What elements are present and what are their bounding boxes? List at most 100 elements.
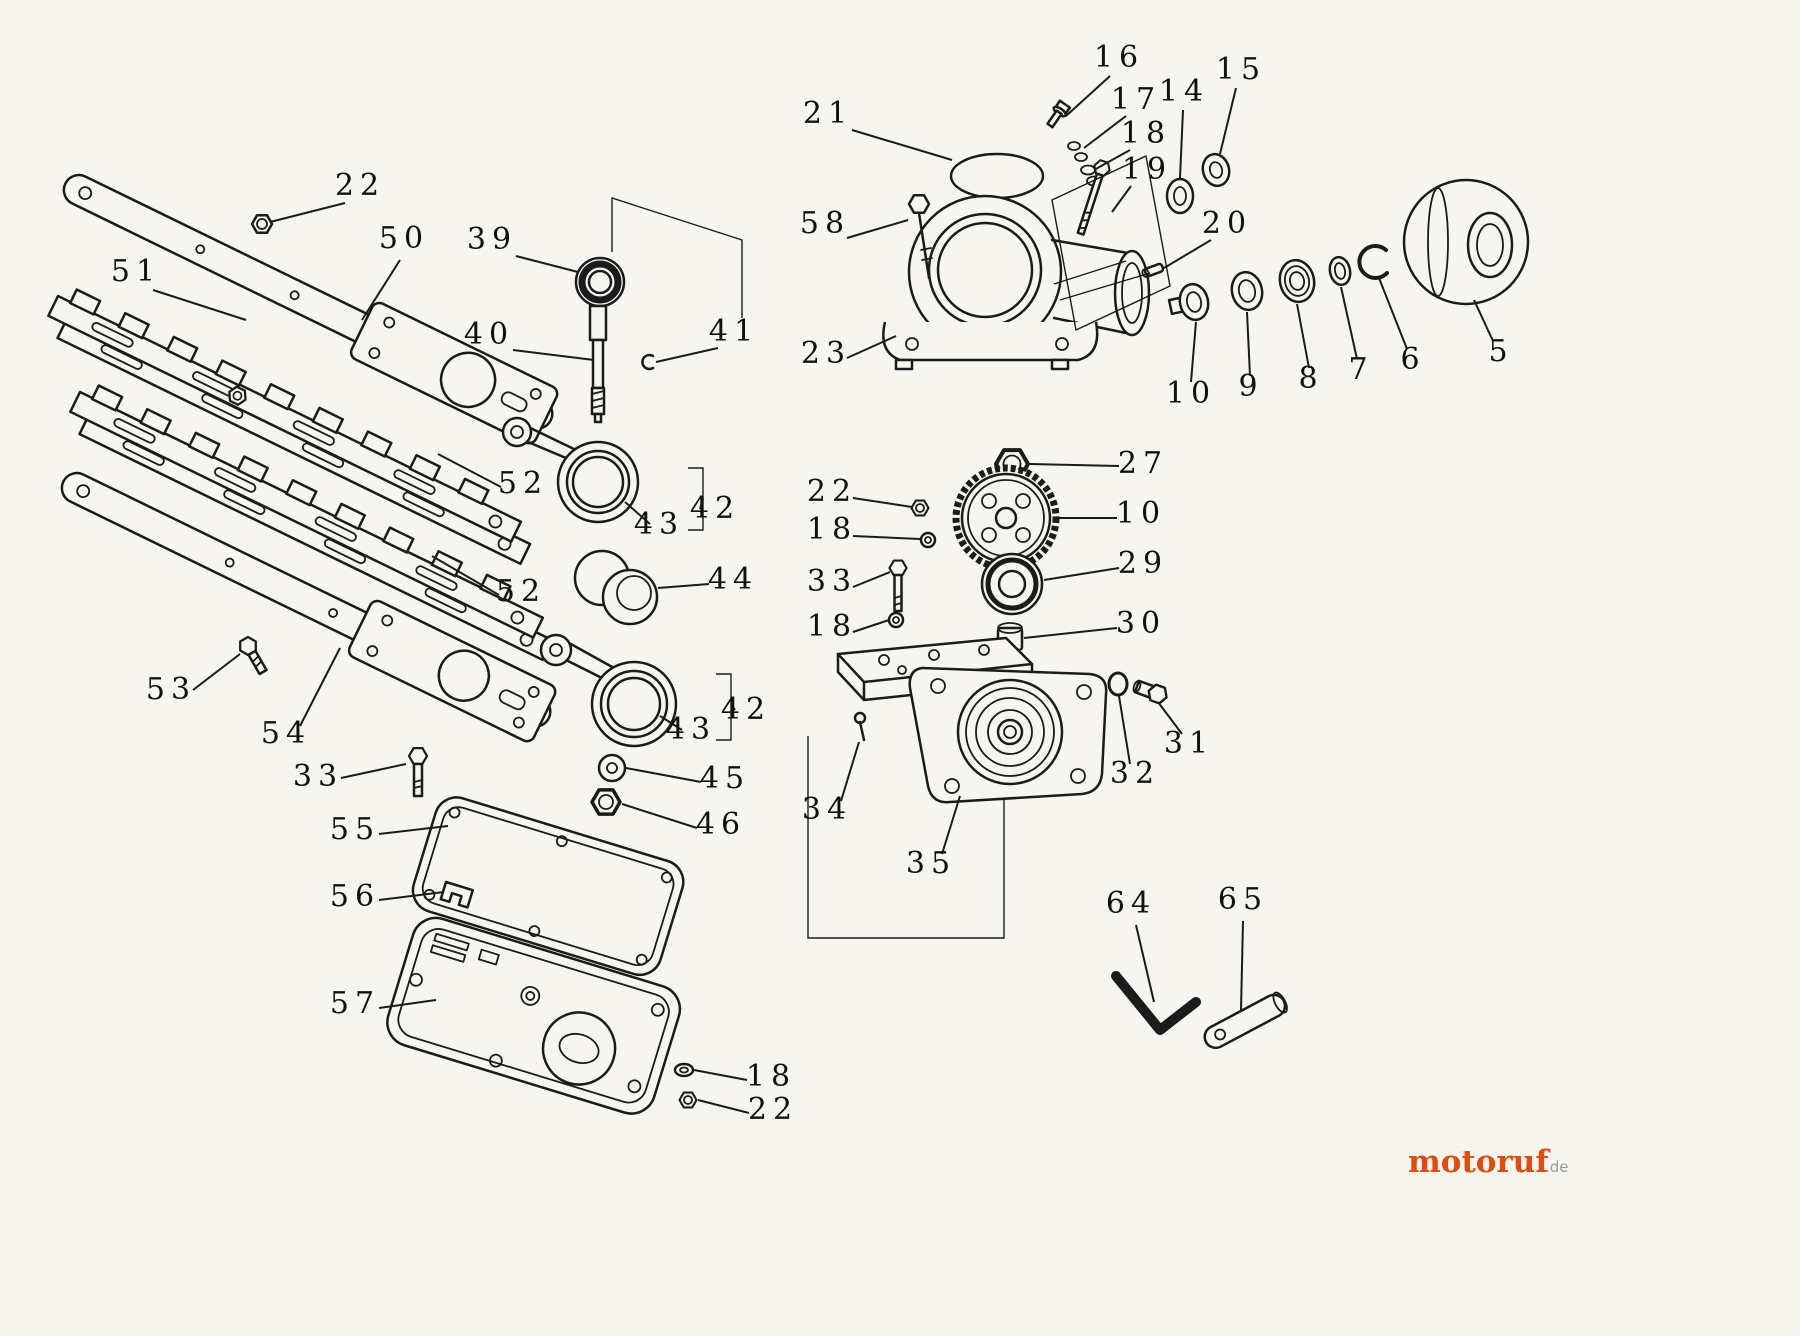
callout-6: 6 bbox=[1400, 342, 1425, 377]
part-bearing-39 bbox=[574, 256, 626, 308]
callout-22-b: 22 bbox=[807, 474, 857, 509]
callout-9: 9 bbox=[1238, 369, 1263, 404]
part-clip-41 bbox=[641, 353, 655, 371]
callout-21: 21 bbox=[803, 96, 853, 131]
part-washer-7 bbox=[1328, 255, 1352, 287]
part-bushing-10-upper bbox=[1167, 282, 1210, 322]
part-bearing-8 bbox=[1278, 258, 1316, 304]
callout-22-a: 22 bbox=[335, 168, 385, 203]
part-washer-18-mid-a bbox=[919, 531, 937, 549]
part-link-42-43-upper bbox=[501, 416, 640, 524]
callout-52-b: 52 bbox=[496, 574, 546, 609]
callout-16: 16 bbox=[1094, 40, 1144, 75]
part-nut-22-bottom bbox=[678, 1091, 698, 1109]
callout-33-b: 33 bbox=[807, 564, 857, 599]
callout-14: 14 bbox=[1159, 74, 1209, 109]
callout-46: 46 bbox=[696, 807, 746, 842]
callout-58: 58 bbox=[800, 206, 850, 241]
callout-57: 57 bbox=[330, 986, 380, 1021]
part-shaft-40 bbox=[588, 304, 608, 424]
part-seal-14 bbox=[1165, 177, 1195, 215]
callout-39: 39 bbox=[467, 222, 517, 257]
callout-51: 51 bbox=[111, 254, 161, 289]
callout-34: 34 bbox=[802, 792, 852, 827]
callout-29: 29 bbox=[1118, 546, 1168, 581]
callout-32: 32 bbox=[1110, 756, 1160, 791]
part-washer-18-mid-b bbox=[887, 611, 905, 629]
callout-42-a: 42 bbox=[690, 491, 740, 526]
part-ring-9 bbox=[1230, 270, 1264, 312]
part-bottom-blade-bar-54 bbox=[60, 471, 557, 743]
callout-18-b: 18 bbox=[807, 512, 857, 547]
part-bolt-58 bbox=[907, 194, 933, 280]
callout-18-d: 18 bbox=[746, 1059, 796, 1094]
part-o-ring-32 bbox=[1107, 671, 1129, 697]
part-washer-18-bottom bbox=[673, 1062, 695, 1078]
part-pin-34 bbox=[853, 711, 867, 742]
callout-8: 8 bbox=[1298, 361, 1323, 396]
part-bolt-33-mid bbox=[888, 559, 908, 613]
callout-43-a: 43 bbox=[634, 507, 684, 542]
part-bolt-19 bbox=[1076, 157, 1113, 236]
watermark: motoruf .de bbox=[1408, 1144, 1569, 1180]
part-gasket-55 bbox=[411, 796, 685, 977]
callout-40: 40 bbox=[464, 317, 514, 352]
construction-lines bbox=[611, 154, 1171, 939]
part-cutter-blade-pair-upper-51-52 bbox=[41, 283, 543, 563]
part-gasket-oval-21 bbox=[949, 152, 1045, 200]
callout-17: 17 bbox=[1111, 82, 1161, 117]
part-washer-45 bbox=[597, 753, 627, 783]
part-bolt-33-left bbox=[407, 747, 429, 798]
callout-30: 30 bbox=[1116, 606, 1166, 641]
callout-64: 64 bbox=[1106, 886, 1156, 921]
callout-44: 44 bbox=[708, 562, 758, 597]
callout-18-c: 18 bbox=[807, 609, 857, 644]
part-plug-31 bbox=[1132, 679, 1171, 707]
leader-lines bbox=[152, 75, 1494, 1114]
callout-10-b: 10 bbox=[1116, 496, 1166, 531]
callout-15: 15 bbox=[1216, 52, 1266, 87]
part-gear-housing-23 bbox=[882, 194, 1151, 371]
callout-22-c: 22 bbox=[748, 1092, 798, 1127]
part-lower-housing-35 bbox=[836, 636, 1108, 804]
part-snap-ring-6 bbox=[1357, 244, 1389, 280]
callout-19: 19 bbox=[1122, 152, 1172, 187]
callout-52-a: 52 bbox=[498, 466, 548, 501]
part-bushing-15 bbox=[1201, 152, 1231, 188]
part-bottom-cover-57 bbox=[386, 916, 682, 1115]
callout-31: 31 bbox=[1164, 726, 1214, 761]
part-clip-56 bbox=[439, 880, 475, 909]
part-washers-17 bbox=[1067, 141, 1088, 162]
part-bolt-16 bbox=[1046, 99, 1072, 129]
part-allen-wrench-64 bbox=[1111, 971, 1201, 1035]
callout-54: 54 bbox=[261, 716, 311, 751]
callout-23: 23 bbox=[801, 336, 851, 371]
part-clutch-drum-5 bbox=[1402, 178, 1530, 306]
part-bearing-29 bbox=[980, 552, 1044, 616]
callout-10-a: 10 bbox=[1166, 376, 1216, 411]
callout-5: 5 bbox=[1488, 334, 1513, 369]
part-nut-46 bbox=[590, 788, 622, 816]
part-nut-22-mid bbox=[910, 499, 930, 517]
callout-7: 7 bbox=[1348, 352, 1373, 387]
callout-20: 20 bbox=[1202, 206, 1252, 241]
part-pin-tool-65 bbox=[1203, 991, 1288, 1050]
callout-56: 56 bbox=[330, 879, 380, 914]
callout-45: 45 bbox=[700, 761, 750, 796]
callout-35: 35 bbox=[906, 846, 956, 881]
callout-55: 55 bbox=[330, 812, 380, 847]
callout-18-a: 18 bbox=[1121, 116, 1171, 151]
callout-27: 27 bbox=[1118, 446, 1168, 481]
part-nut-22-top bbox=[250, 214, 274, 234]
callout-50: 50 bbox=[379, 221, 429, 256]
callout-41: 41 bbox=[709, 314, 759, 349]
part-eccentric-cams-44 bbox=[573, 549, 659, 626]
part-top-blade-bar-50 bbox=[62, 173, 559, 445]
part-bolt-53 bbox=[235, 633, 268, 676]
callout-43-b: 43 bbox=[666, 712, 716, 747]
callout-labels: 22 50 51 39 40 41 16 17 14 15 18 19 21 5… bbox=[111, 40, 1513, 1127]
watermark-brand: motoruf bbox=[1408, 1144, 1550, 1180]
part-link-42-43-lower bbox=[539, 633, 678, 748]
